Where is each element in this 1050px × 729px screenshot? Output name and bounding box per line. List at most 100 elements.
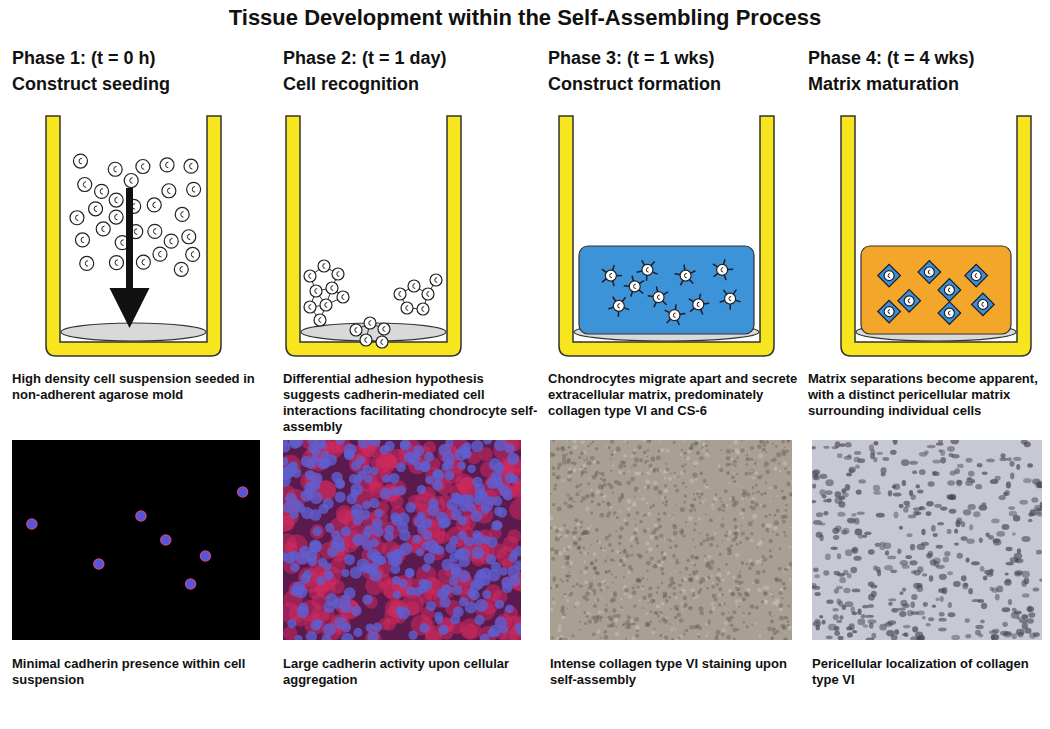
tissue-texture xyxy=(636,578,641,583)
tissue-texture xyxy=(772,443,774,445)
tissue-texture xyxy=(575,601,580,606)
well-illustration xyxy=(283,115,538,357)
tissue-texture xyxy=(581,496,586,501)
cell xyxy=(613,300,624,311)
tissue-texture xyxy=(648,586,652,590)
tissue-texture xyxy=(781,496,785,500)
tissue-texture xyxy=(553,525,557,529)
tissue-texture xyxy=(664,477,667,480)
tissue-texture xyxy=(603,483,607,487)
tissue-texture xyxy=(733,460,737,464)
micrograph-image xyxy=(812,440,1042,642)
nucleus-stain xyxy=(453,494,463,504)
well-illustration xyxy=(808,115,1046,357)
tissue-texture xyxy=(768,539,773,544)
tissue-texture xyxy=(585,507,589,511)
nucleus-stain xyxy=(390,564,400,574)
tissue-texture xyxy=(553,585,556,588)
tissue-texture xyxy=(763,538,765,540)
tissue-texture xyxy=(754,462,757,465)
tissue-texture xyxy=(566,492,570,496)
cell xyxy=(187,182,201,196)
tissue-texture xyxy=(642,577,644,579)
tissue-texture xyxy=(707,631,709,633)
tissue-texture xyxy=(637,627,639,629)
nucleus-stain xyxy=(462,449,471,458)
tissue-texture xyxy=(561,615,565,619)
tissue-texture xyxy=(666,539,668,541)
tissue-texture xyxy=(691,504,696,509)
tissue-texture xyxy=(673,441,676,444)
tissue-texture xyxy=(765,470,770,475)
nucleus-stain xyxy=(314,619,323,628)
tissue-texture xyxy=(592,589,596,593)
tissue-texture xyxy=(734,465,737,468)
nucleus-stain xyxy=(424,553,436,565)
tissue-texture xyxy=(625,553,630,558)
tissue-texture xyxy=(584,468,587,471)
cell-nucleus xyxy=(83,182,86,188)
nucleus-stain xyxy=(496,507,507,518)
tissue-texture xyxy=(739,599,742,602)
tissue-texture xyxy=(563,547,568,552)
tissue-texture xyxy=(773,526,777,530)
tissue-texture xyxy=(569,566,571,568)
nucleus-stain xyxy=(300,573,311,584)
stained-cell xyxy=(238,487,248,497)
cell-nucleus xyxy=(634,284,636,288)
cell xyxy=(378,323,390,335)
nucleus-stain xyxy=(324,570,334,580)
tissue-texture xyxy=(759,540,763,544)
tissue-texture xyxy=(616,447,621,452)
tissue-texture xyxy=(658,513,660,515)
tissue-texture xyxy=(749,473,751,475)
tissue-texture xyxy=(784,637,788,640)
tissue-texture xyxy=(581,472,584,475)
tissue-texture xyxy=(787,617,789,619)
tissue-texture xyxy=(674,570,676,572)
tissue-texture xyxy=(661,556,666,561)
tissue-texture xyxy=(724,489,728,493)
tissue-texture xyxy=(579,629,581,631)
tissue-texture xyxy=(700,472,703,475)
pericellular-matrix xyxy=(878,300,901,323)
tissue-texture xyxy=(679,591,682,594)
tissue-texture xyxy=(710,560,714,564)
tissue-texture xyxy=(720,449,722,451)
nucleus-stain xyxy=(340,594,350,604)
tissue-texture xyxy=(626,481,631,486)
tissue-texture xyxy=(693,529,696,532)
tissue-texture xyxy=(596,461,600,465)
tissue-texture xyxy=(741,531,745,535)
tissue-texture xyxy=(570,592,574,596)
tissue-texture xyxy=(627,615,631,619)
tissue-texture xyxy=(736,484,738,486)
tissue-texture xyxy=(584,551,588,555)
tissue-texture xyxy=(678,583,681,586)
tissue-texture xyxy=(673,627,675,629)
tissue-texture xyxy=(643,450,647,454)
well-wall xyxy=(286,116,461,356)
nucleus-stain xyxy=(351,605,362,616)
tissue-texture xyxy=(725,563,728,566)
tissue-texture xyxy=(703,441,708,446)
tissue-texture xyxy=(782,520,786,524)
tissue-texture xyxy=(574,527,577,530)
tissue-texture xyxy=(558,463,562,467)
cell xyxy=(109,193,123,207)
nucleus-stain xyxy=(486,496,495,505)
tissue-texture xyxy=(654,523,658,527)
tissue-texture xyxy=(661,617,665,621)
tissue-texture xyxy=(775,468,777,470)
tissue-texture xyxy=(732,628,737,633)
tissue-texture xyxy=(783,461,788,466)
tissue-texture xyxy=(722,579,725,582)
tissue-texture xyxy=(779,548,782,551)
nucleus-stain xyxy=(413,535,422,544)
tissue-texture xyxy=(773,485,777,489)
tissue-texture xyxy=(679,635,683,639)
tissue-texture xyxy=(772,532,774,534)
tissue-texture xyxy=(746,591,748,593)
tissue-texture xyxy=(699,588,702,591)
nucleus-stain xyxy=(438,444,451,457)
